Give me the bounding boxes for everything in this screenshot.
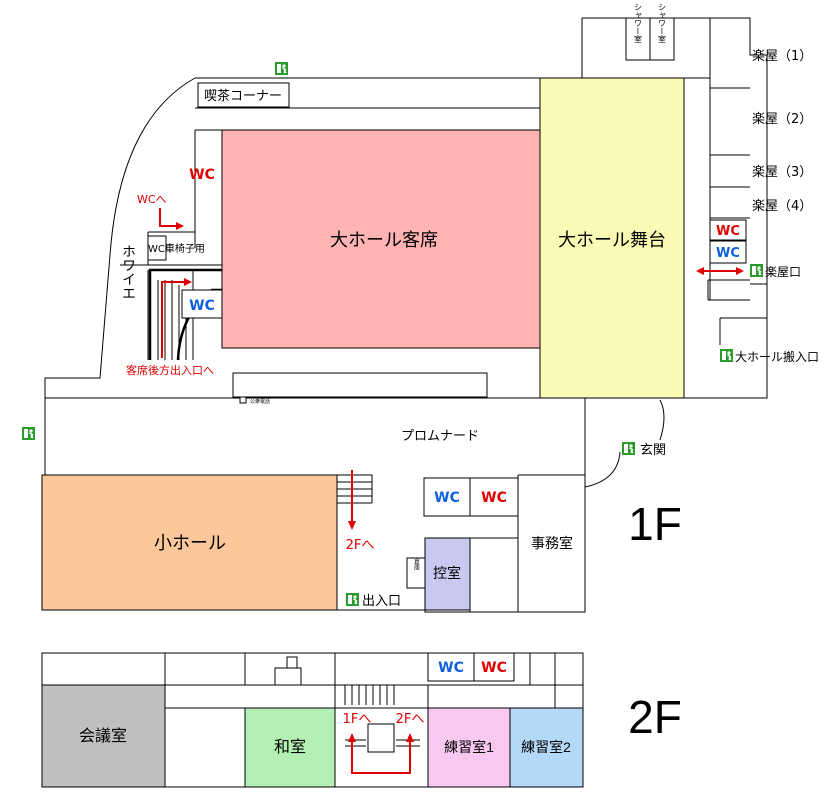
corridor-storage [232, 372, 488, 398]
arrow-up-icon [406, 733, 414, 742]
wc-men-2f [427, 652, 475, 682]
practice-room-1 [427, 707, 511, 788]
exit-sign-icon [21, 426, 36, 441]
wc-men-2f-label: WC [438, 660, 464, 676]
shower-room-2 [649, 17, 675, 61]
stairs-1f-promenade [337, 475, 373, 504]
elevator-top [286, 656, 298, 669]
entrance-label: 出入口 [362, 594, 401, 609]
storage-label: 倉庫 [413, 557, 420, 571]
exit-sign-icon [274, 61, 289, 76]
wc-women-promenade-label: WC [481, 490, 507, 506]
wc-men-foyer-label: WC [189, 298, 215, 314]
wc-men-promenade-label: WC [434, 490, 460, 506]
small-hall [41, 474, 338, 611]
arrow-up-icon [348, 733, 356, 742]
wc-men-foyer [181, 289, 223, 319]
wc-men-dressing-label: WC [716, 246, 740, 261]
storage-room [406, 557, 426, 589]
main-hall-stage-label: 大ホール舞台 [558, 230, 666, 250]
floor-2: 会議室 和室 1Fへ 2Fへ WC [41, 652, 682, 788]
japanese-room [244, 707, 336, 788]
tea-corner-label: 喫茶コーナー [204, 88, 282, 104]
main-hall-seats-label: 大ホール客席 [330, 230, 438, 250]
small-hall-label: 小ホール [154, 533, 226, 553]
arrow-right-icon [184, 278, 192, 286]
main-hall-stage [539, 77, 685, 399]
dressing-room-1-label: 楽屋（1） [752, 48, 812, 64]
control-room [424, 537, 471, 611]
tea-corner [197, 82, 290, 108]
wc-women-dressing-label: WC [716, 224, 740, 239]
japanese-room-label: 和室 [274, 738, 306, 756]
wc-women-promenade [469, 477, 519, 517]
wc-women-dressing [709, 219, 747, 241]
arrow-down-icon [348, 521, 356, 530]
wc-women-2f-label: WC [481, 660, 507, 676]
dressing-entrance-label: 楽屋口 [765, 265, 801, 279]
shower-room-2-label: シャワー室 [658, 3, 667, 43]
loading-entrance-label: 大ホール搬入口 [735, 349, 819, 364]
practice-room-1-label: 練習室1 [444, 739, 494, 755]
wc-wheelchair [147, 235, 167, 261]
stairs-2f [334, 685, 429, 787]
to-2f-label-2f: 2Fへ [396, 712, 425, 727]
wc-women-2f [473, 652, 515, 682]
wc-to-label: WCへ [137, 193, 167, 206]
floor-2-label: 2F [628, 691, 682, 743]
dressing-room-4-label: 楽屋（4） [752, 198, 812, 214]
wc-men-promenade [423, 477, 471, 517]
foyer-label: ホワイエ [120, 244, 136, 300]
arrow-right-icon [176, 222, 184, 230]
to-2f-label: 2Fへ [346, 538, 375, 553]
public-phone-label: 公衆電話 [250, 398, 270, 405]
wc-women-foyer-label: WC [189, 167, 215, 183]
control-room-label: 控室 [433, 565, 461, 582]
floor-1: 喫茶コーナー 大ホール客席 大ホール舞台 シャワー室 シャワー室 楽屋（1） 楽… [21, 3, 819, 613]
wc-wheelchair-label: WC車椅子用 [148, 242, 205, 255]
practice-room-2-label: 練習室2 [521, 739, 571, 755]
shower-room-1-label: シャワー室 [634, 3, 643, 43]
rear-entrance-label: 客席後方出入口へ [126, 363, 214, 377]
office-label: 事務室 [531, 535, 573, 552]
exit-sign-icon [621, 441, 636, 456]
practice-room-2 [509, 707, 584, 788]
floor-1-label: 1F [628, 498, 682, 550]
main-hall-seats [221, 129, 541, 349]
shower-room-1 [625, 17, 651, 61]
exit-sign-icon [719, 348, 734, 363]
conference-room [41, 684, 166, 788]
exit-sign-icon [749, 263, 764, 278]
promenade-label: プロムナード [401, 429, 479, 444]
to-1f-label: 1Fへ [343, 712, 372, 727]
exit-sign-icon [345, 592, 360, 607]
dressing-room-2-label: 楽屋（2） [752, 111, 812, 127]
main-entrance-label: 玄関 [640, 443, 666, 458]
elevator [274, 667, 302, 686]
public-phone-icon [239, 396, 247, 404]
dressing-room-3-label: 楽屋（3） [752, 164, 812, 180]
wc-men-dressing [709, 240, 747, 264]
conference-room-label: 会議室 [79, 727, 127, 745]
